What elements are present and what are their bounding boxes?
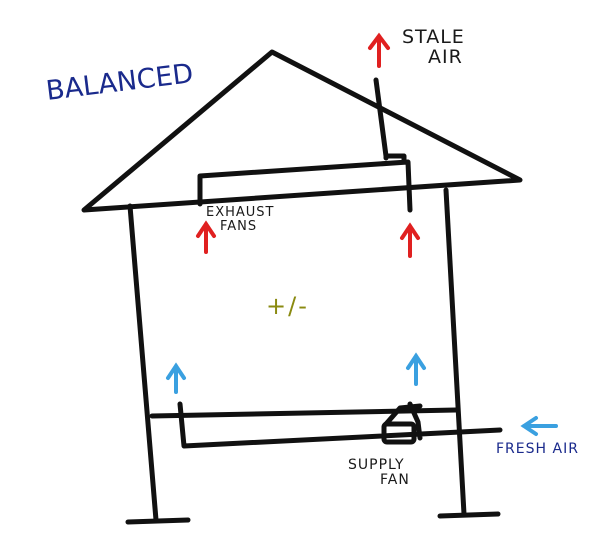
supply-arrow-right bbox=[406, 352, 426, 386]
roof bbox=[81, 49, 523, 213]
exhaust-fans-label-line1: EXHAUST bbox=[206, 205, 275, 220]
right-wall bbox=[443, 187, 467, 517]
stale-air-label-line1: STALE bbox=[402, 26, 465, 48]
supply-fan-label: SUPPLY FAN bbox=[348, 458, 410, 487]
supply-fan-label-line2: FAN bbox=[380, 471, 410, 488]
fresh-air-arrow bbox=[520, 416, 558, 436]
stale-air-arrow bbox=[368, 32, 390, 68]
exhaust-arrow-right bbox=[400, 222, 420, 258]
floor-line bbox=[149, 407, 459, 419]
supply-duct bbox=[177, 401, 503, 449]
left-foot bbox=[125, 517, 191, 525]
supply-fan-box bbox=[381, 421, 417, 445]
stale-air-label-line2: AIR bbox=[428, 45, 463, 68]
fresh-air-label: FRESH AIR bbox=[496, 441, 579, 457]
supply-arrow-left bbox=[166, 362, 186, 394]
right-foot bbox=[437, 511, 501, 519]
left-wall bbox=[127, 203, 159, 523]
vent-stack bbox=[373, 77, 389, 159]
stale-air-label: STALE AIR bbox=[402, 26, 465, 68]
pressure-balance-label: +/- bbox=[266, 292, 309, 320]
supply-fan-flap bbox=[383, 403, 423, 427]
exhaust-fans-label-line2: FANS bbox=[220, 218, 258, 234]
exhaust-fans-label: EXHAUST FANS bbox=[206, 206, 275, 233]
supply-fan-label-line1: SUPPLY bbox=[348, 457, 405, 473]
exhaust-arrow-left bbox=[196, 220, 216, 254]
